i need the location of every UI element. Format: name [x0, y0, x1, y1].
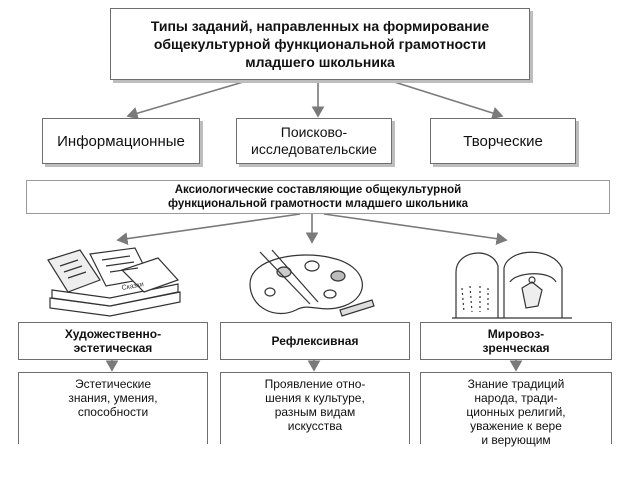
main-title-line1: Типы заданий, направленных на формирован…	[150, 18, 490, 34]
description-aesthetic-line: знания, умения,	[68, 391, 158, 405]
component-aesthetic-line1: Художественно-	[64, 327, 162, 341]
description-reflexive-line: разным видам	[274, 405, 356, 419]
category-research: Поисково- исследовательские	[236, 118, 392, 164]
description-worldview: Знание традиций народа, тради- ционных р…	[420, 372, 612, 447]
arrow-to-creative	[387, 79, 504, 120]
description-reflexive-line: Проявление отно-	[264, 377, 366, 391]
component-reflexive-label: Рефлексивная	[271, 334, 359, 348]
component-worldview-line2: зренческая	[482, 341, 550, 355]
description-aesthetic: Эстетические знания, умения, способности	[18, 372, 208, 444]
category-research-line1: Поисково-	[280, 124, 348, 140]
description-worldview-line: и верующим	[481, 433, 551, 447]
category-research-line2: исследовательские	[251, 141, 377, 157]
description-worldview-line: народа, тради-	[474, 391, 558, 405]
description-aesthetic-line: Эстетические	[74, 377, 151, 391]
description-reflexive: Проявление отно- шения к культуре, разны…	[220, 372, 410, 444]
component-worldview-line1: Мировоз-	[487, 327, 545, 341]
description-reflexive-line: шения к культуре,	[265, 391, 365, 405]
axiological-line1: Аксиологические составляющие общекультур…	[174, 184, 462, 196]
description-worldview-line: уважение к вере	[470, 419, 562, 433]
description-aesthetic-line: способности	[77, 405, 149, 419]
arrow-to-aesthetic-illus	[116, 213, 301, 245]
axiological-line2: функциональной грамотности младшего школ…	[168, 198, 468, 210]
axiological-box: Аксиологические составляющие общекультур…	[26, 180, 610, 214]
description-worldview-line: ционных религий,	[466, 405, 566, 419]
main-title-line2: общекультурной функциональной грамотност…	[153, 36, 487, 52]
component-aesthetic-line2: эстетическая	[73, 341, 153, 355]
component-aesthetic: Художественно- эстетическая	[18, 322, 208, 360]
arrow-to-informational	[126, 79, 251, 120]
main-title-line3: младшего школьника	[245, 54, 395, 70]
category-creative-label: Творческие	[463, 132, 543, 150]
palette-illustration	[249, 249, 375, 317]
arches-illustration	[452, 251, 572, 319]
description-reflexive-line: искусства	[287, 419, 343, 433]
category-informational-label: Информационные	[57, 132, 185, 150]
component-reflexive: Рефлексивная	[220, 322, 410, 360]
description-worldview-line: Знание традиций	[467, 377, 565, 391]
main-title-box: Типы заданий, направленных на формирован…	[110, 8, 530, 80]
category-creative: Творческие	[430, 118, 576, 164]
component-worldview: Мировоз- зренческая	[420, 322, 612, 360]
books-cover-label: Сказки	[121, 281, 144, 292]
category-informational: Информационные	[42, 118, 200, 164]
arrow-to-worldview-illus	[323, 213, 508, 245]
books-illustration: Сказки	[47, 247, 181, 317]
